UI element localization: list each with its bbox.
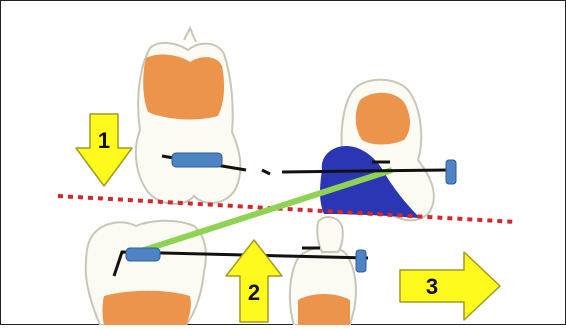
lower-left-bracket bbox=[126, 248, 160, 261]
lower-left-molar-dentin bbox=[103, 291, 191, 325]
arrow-2-label: 2 bbox=[248, 280, 260, 305]
lower-right-tube bbox=[356, 250, 366, 272]
arrow-1-label: 1 bbox=[98, 128, 110, 153]
upper-right-premolar-dentin bbox=[356, 93, 410, 145]
lower-middle-premolar-dentin bbox=[298, 294, 350, 325]
upper-right-tube bbox=[446, 160, 456, 184]
upper-left-bracket bbox=[172, 153, 222, 167]
upper-left-molar-dentin bbox=[143, 55, 224, 120]
arrow-3-label: 3 bbox=[426, 274, 438, 299]
upper-left-molar bbox=[136, 28, 241, 204]
